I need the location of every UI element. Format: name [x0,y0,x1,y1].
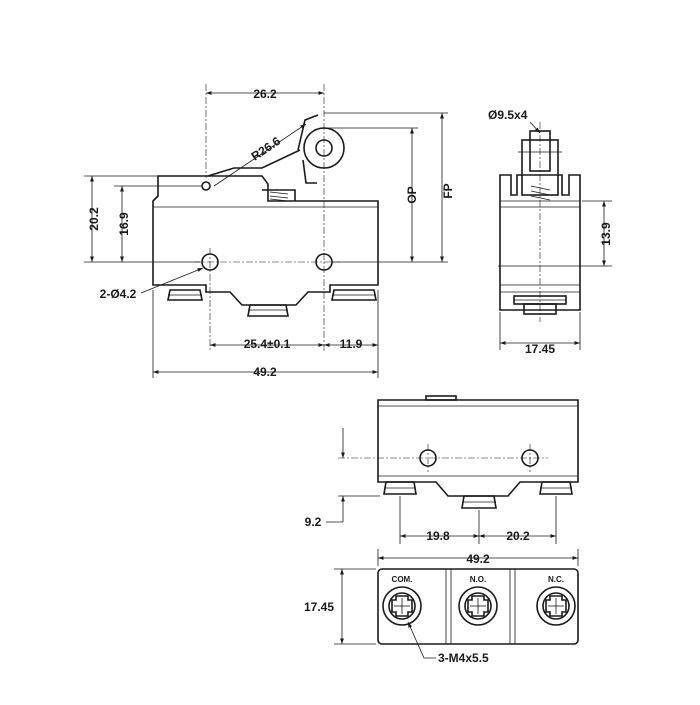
dim-hole-spacing: 25.4±0.1 [244,337,291,351]
terminal-label-nc: N.C. [548,575,564,584]
dim-depth: 17.45 [525,342,555,356]
dim-radius: R26.6 [249,134,284,164]
dim-height-total: 20.2 [87,207,101,231]
dim-roller: Ø9.5x4 [488,108,528,122]
lever-arm [207,149,301,177]
bottom-view: COM. N.O. N.C. 49.2 17.45 [304,549,579,665]
dim-op: OP [405,186,419,203]
end-view: Ø9.5x4 13.9 17.45 [488,108,613,356]
dim-fp: FP [441,183,455,198]
side-view: 26.2 R26.6 OP FP 20.2 16.9 2-Ø4.2 25.4±0… [84,84,455,379]
dim-bottom-depth: 17.45 [304,600,334,614]
dim-pitch-left: 19.8 [426,529,450,543]
screw-com-icon [382,586,422,626]
lever-bracket [297,114,319,151]
leader-screw-spec [407,621,436,659]
pivot-point [201,181,211,191]
dim-hole-spec: 2-Ø4.2 [100,287,137,301]
front-terminal-right [539,481,573,495]
bottom-body-outline [377,568,579,645]
dim-hole-height: 13.9 [599,222,613,246]
terminal-right [331,289,377,301]
switch-body-outline [152,175,379,306]
dim-hole-offset: 11.9 [340,337,363,351]
dim-terminal-height: 9.2 [305,515,322,529]
terminal-middle [247,304,289,317]
dim-height-body: 16.9 [117,212,131,236]
spring-icon [269,191,289,202]
terminal-label-no: N.O. [470,575,486,584]
dim-bottom-width: 49.2 [466,552,490,566]
screw-no-icon [458,586,498,626]
terminal-left [167,289,203,301]
dim-top-width: 26.2 [253,87,277,101]
front-view: 9.2 19.8 20.2 [305,395,579,544]
screw-nc-icon [536,586,576,626]
leader-hole-spec [140,267,204,294]
front-terminal-middle [461,495,497,509]
leader-roller [529,121,541,134]
dim-line-radius [213,123,307,187]
front-terminal-left [383,481,417,495]
front-plunger [425,395,457,401]
dim-screw-spec: 3-M4x5.5 [438,651,489,665]
dim-overall-width: 49.2 [253,365,277,379]
end-spring-icon [530,185,551,201]
terminal-label-com: COM. [392,575,413,584]
roller-bracket-lower [302,159,317,184]
plunger-housing [262,189,296,201]
dim-pitch-right: 20.2 [506,529,530,543]
end-body-outline [499,174,581,311]
